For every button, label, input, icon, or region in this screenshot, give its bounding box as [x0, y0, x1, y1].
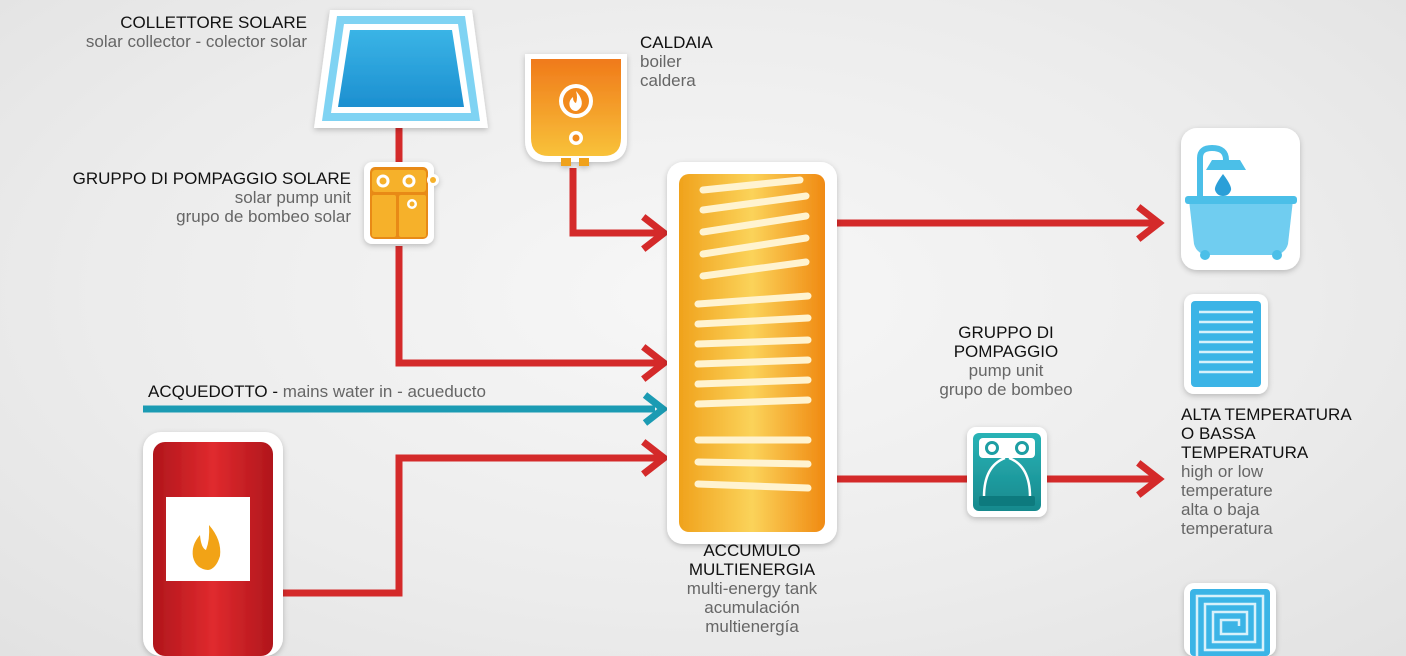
- pump-unit-title-2: POMPAGGIO: [953, 342, 1059, 361]
- tank-coil: [694, 176, 812, 492]
- water-drop-icon: [1214, 174, 1232, 196]
- temperature-subtitle-3: alta o baja: [1181, 500, 1260, 519]
- arrow-head-icon: [641, 439, 670, 477]
- arrow-heads: [641, 204, 1165, 498]
- tank-title-2: MULTIENERGIA: [688, 560, 816, 579]
- tank-subtitle-2: acumulación: [704, 598, 800, 617]
- arrow-head-icon: [1136, 460, 1165, 498]
- bathtub-icon: [1181, 128, 1300, 270]
- floor-heating-icon: [1184, 583, 1276, 656]
- solar-pump-unit-icon: [364, 162, 439, 244]
- arrow-head-icon: [641, 344, 670, 382]
- temperature-subtitle-1: high or low: [1181, 462, 1264, 481]
- solar-collector-label: COLLETTORE SOLARE solar collector - cole…: [86, 13, 307, 51]
- temperature-title-1: ALTA TEMPERATURA: [1181, 405, 1352, 424]
- tank-subtitle-1: multi-energy tank: [686, 579, 818, 598]
- stove-icon: [143, 432, 283, 656]
- boiler-subtitle-es: caldera: [640, 71, 696, 90]
- tank-subtitle-3: multienergía: [705, 617, 799, 636]
- solar-pump-subtitle-en: solar pump unit: [234, 188, 351, 207]
- pump-unit-subtitle-es: grupo de bombeo: [939, 380, 1073, 399]
- flame-icon: [569, 91, 582, 111]
- temperature-subtitle-2: temperature: [1181, 481, 1273, 500]
- boiler-subtitle-en: boiler: [640, 52, 682, 71]
- temperature-title-3: TEMPERATURA: [1181, 443, 1309, 462]
- tank-title-1: ACCUMULO: [703, 541, 801, 560]
- temperature-title-2: O BASSA: [1181, 424, 1256, 443]
- mains-water-pipe: [143, 392, 669, 426]
- boiler-label: CALDAIA boiler caldera: [640, 33, 713, 90]
- pump-unit-title-1: GRUPPO DI: [958, 323, 1054, 342]
- mains-water-subtitle: mains water in - acueducto: [282, 382, 486, 401]
- pump-unit-icon: [967, 427, 1047, 517]
- boiler-title: CALDAIA: [640, 33, 713, 52]
- flame-icon: [192, 525, 221, 570]
- solar-collector-title: COLLETTORE SOLARE: [120, 13, 307, 32]
- radiator-icon: [1184, 294, 1268, 394]
- stove-to-tank-pipe: [272, 454, 660, 597]
- solar-collector-icon: [314, 10, 488, 128]
- arrow-head-icon: [642, 392, 669, 426]
- solar-pump-to-tank-pipe: [395, 246, 660, 367]
- pump-unit-label: GRUPPO DI POMPAGGIO pump unit grupo de b…: [904, 323, 1108, 399]
- solar-pump-title: GRUPPO DI POMPAGGIO SOLARE: [72, 169, 351, 188]
- temperature-subtitle-4: temperatura: [1181, 519, 1273, 538]
- solar-collector-subtitle: solar collector - colector solar: [85, 32, 307, 51]
- pump-unit-subtitle-en: pump unit: [968, 361, 1044, 380]
- temperature-label: ALTA TEMPERATURA O BASSA TEMPERATURA hig…: [1181, 405, 1352, 538]
- mains-water-title: ACQUEDOTTO -: [148, 382, 279, 401]
- boiler-to-tank-pipe: [569, 168, 660, 237]
- tank-label: ACCUMULO MULTIENERGIA multi-energy tank …: [652, 541, 852, 636]
- arrow-head-icon: [641, 214, 670, 252]
- boiler-icon: [525, 54, 627, 166]
- solar-pump-subtitle-es: grupo de bombeo solar: [176, 207, 351, 226]
- solar-pump-label: GRUPPO DI POMPAGGIO SOLARE solar pump un…: [73, 169, 351, 226]
- mains-water-label: ACQUEDOTTO - mains water in - acueducto: [148, 382, 486, 401]
- arrow-head-icon: [1136, 204, 1165, 242]
